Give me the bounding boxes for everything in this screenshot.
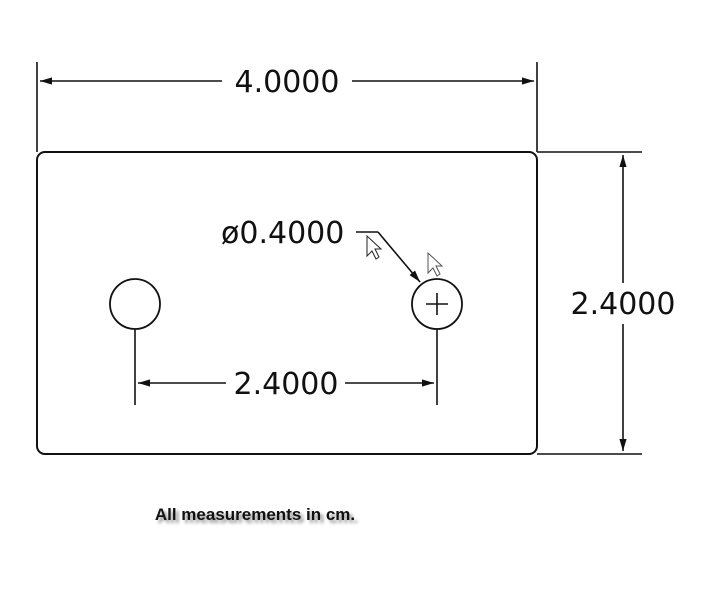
diameter-leader: ø0.4000 — [221, 216, 421, 283]
width-dimension: 4.0000 — [36, 62, 538, 152]
hole-spacing-label: 2.4000 — [234, 367, 339, 402]
measurement-note: All measurements in cm. — [154, 505, 356, 524]
plate-outline — [36, 151, 538, 455]
mouse-pointer-icon — [366, 234, 383, 260]
hole-spacing-dimension: 2.4000 — [134, 329, 438, 405]
right-hole-center-mark — [426, 293, 448, 315]
mouse-pointer-ghost-icon — [427, 251, 444, 277]
hole-diameter-label: ø0.4000 — [221, 216, 344, 251]
left-hole — [109, 278, 161, 330]
height-dimension: 2.4000 — [537, 151, 676, 455]
height-dimension-label: 2.4000 — [571, 287, 676, 322]
width-dimension-label: 4.0000 — [235, 65, 340, 100]
leader-arrow — [377, 231, 421, 283]
